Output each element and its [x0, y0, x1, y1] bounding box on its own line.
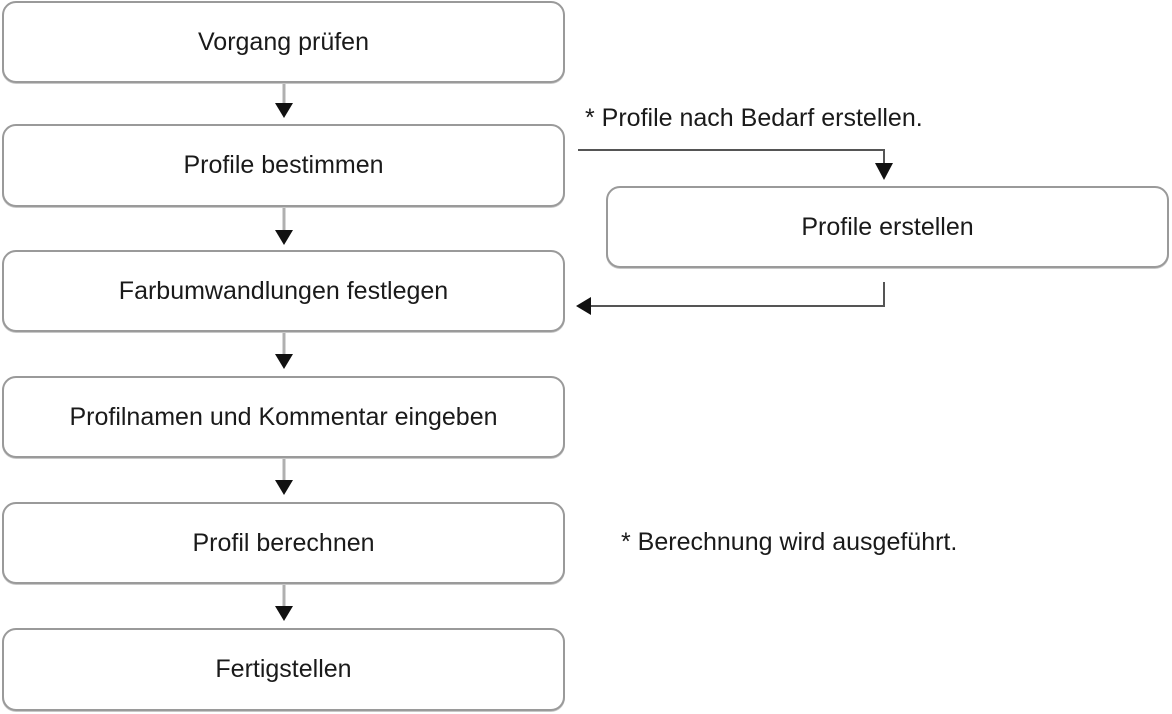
step-farbumwandlungen-festlegen: Farbumwandlungen festlegen [2, 250, 565, 332]
step-label: Vorgang prüfen [198, 27, 369, 56]
step-label: Profilnamen und Kommentar eingeben [69, 402, 498, 431]
step-profile-bestimmen: Profile bestimmen [2, 124, 565, 207]
arrow-berechnen-to-fertigstellen [275, 585, 293, 621]
step-fertigstellen: Fertigstellen [2, 628, 565, 711]
arrow-farbumwandlungen-to-profilnamen [275, 333, 293, 369]
arrow-profilnamen-to-berechnen [275, 459, 293, 495]
arrow-vorgang-to-bestimmen [275, 83, 293, 118]
step-label: Profile erstellen [801, 212, 974, 241]
step-label: Profile bestimmen [183, 151, 384, 179]
step-vorgang-pruefen: Vorgang prüfen [2, 1, 565, 83]
step-label: Farbumwandlungen festlegen [118, 276, 449, 305]
step-label: Fertigstellen [215, 655, 352, 683]
arrow-bestimmen-to-erstellen [578, 149, 893, 180]
arrow-bestimmen-to-farbumwandlungen [275, 207, 293, 245]
note-berechnung-ausgefuehrt: * Berechnung wird ausgeführt. [621, 528, 958, 556]
step-profil-berechnen: Profil berechnen [2, 502, 565, 584]
step-label: Profil berechnen [192, 528, 375, 557]
arrow-erstellen-to-farbumwandlungen [576, 282, 885, 315]
note-profile-nach-bedarf: * Profile nach Bedarf erstellen. [585, 104, 923, 132]
step-profilnamen-kommentar-eingeben: Profilnamen und Kommentar eingeben [2, 376, 565, 458]
step-profile-erstellen: Profile erstellen [606, 186, 1169, 268]
